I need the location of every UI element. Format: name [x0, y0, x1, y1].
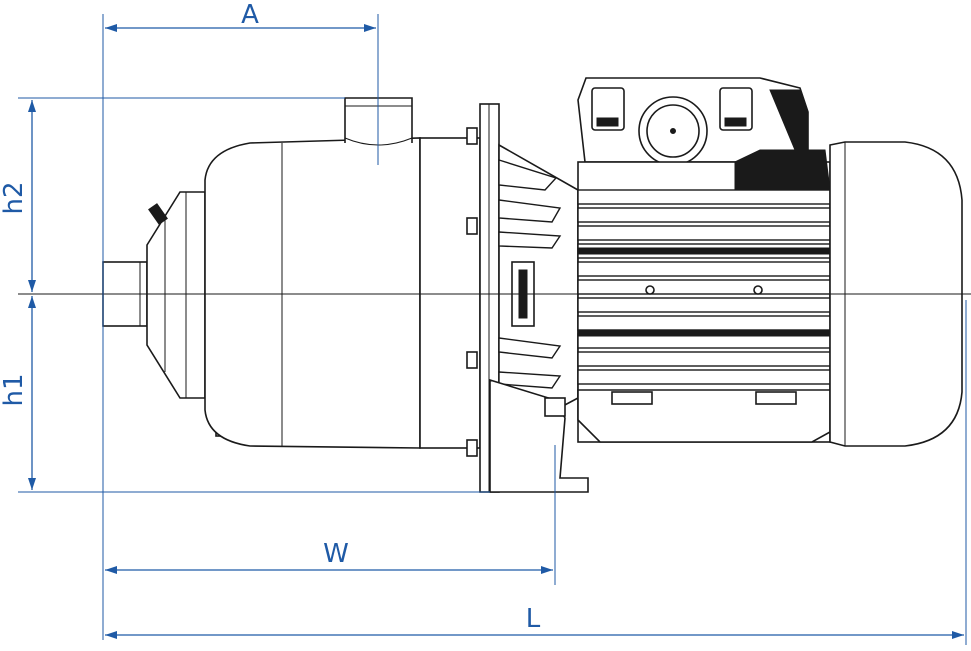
dim-label-w: W — [323, 539, 349, 569]
front-cap — [146, 191, 206, 399]
dim-label-h1: h1 — [0, 373, 29, 406]
casing-ring — [419, 137, 481, 449]
dim-label-h2: h2 — [0, 181, 29, 214]
dim-label-a: A — [241, 0, 259, 30]
vent-plug — [148, 203, 168, 225]
dim-label-l: L — [526, 604, 541, 634]
pump-casing — [204, 137, 421, 449]
cooling-fins — [577, 189, 831, 385]
pump-outline — [102, 77, 963, 493]
